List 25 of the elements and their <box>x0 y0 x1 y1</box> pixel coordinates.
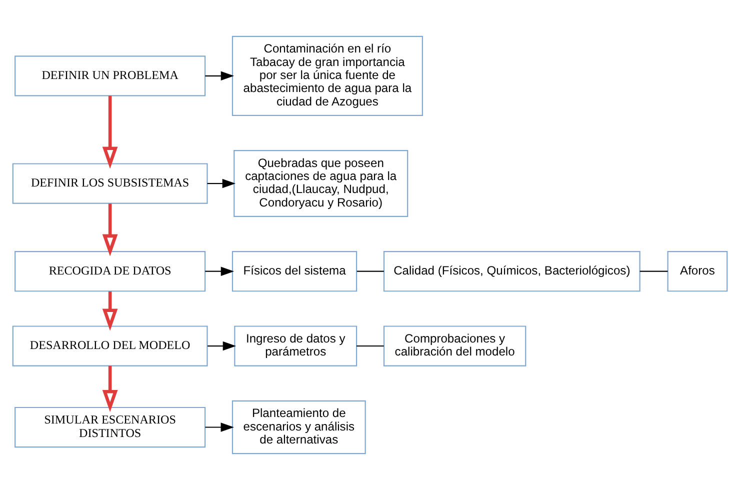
arrow <box>102 366 118 412</box>
node-box: Comprobaciones y calibración del modelo <box>383 326 526 366</box>
arrow <box>208 341 236 351</box>
node-box: Ingreso de datos y parámetros <box>234 326 358 366</box>
node-box: Aforos <box>667 251 728 292</box>
connector <box>356 345 384 347</box>
node-box: RECOGIDA DE DATOS <box>14 251 206 292</box>
node-box: DEFINIR LOS SUBSISTEMAS <box>12 163 208 204</box>
arrow <box>207 178 236 188</box>
connector <box>356 270 384 272</box>
connector <box>640 270 668 272</box>
node-box: Planteamiento de escenarios y análisis de alternativas <box>232 400 366 454</box>
arrow <box>205 422 234 432</box>
node-box: DEFINIR UN PROBLEMA <box>14 56 206 96</box>
arrow <box>102 291 118 331</box>
node-box: DESARROLLO DEL MODELO <box>12 326 208 366</box>
node-box: Físicos del sistema <box>232 251 358 292</box>
node-box: Contaminación en el río Tabacay de gran importancia por ser la única fuente de abastecimiento de agua para la ciudad de Azogues <box>232 36 423 116</box>
node-box: Calidad (Físicos, Químicos, Bacteriológicos) <box>383 251 640 292</box>
arrow <box>205 266 234 276</box>
node-box: SIMULAR ESCENARIOS DISTINTOS <box>14 406 206 448</box>
arrow <box>205 71 234 81</box>
arrow <box>102 204 118 256</box>
node-box: Quebradas que poseen captaciones de agua para la ciudad,(Llaucay, Nudpud, Condoryacu y Rosario) <box>234 150 408 217</box>
arrow <box>102 96 118 169</box>
